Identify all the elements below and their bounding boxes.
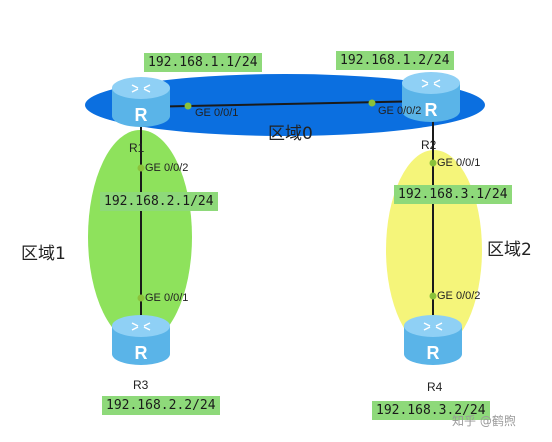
port-dot-r2-ge001: [429, 159, 437, 167]
router-name-r2: R2: [421, 138, 437, 152]
ip-r4-ge002: 192.168.3.2/24: [372, 401, 490, 420]
router-name-r3: R3: [133, 378, 149, 392]
port-label-r3-ge001: GE 0/0/1: [145, 292, 189, 304]
router-r3-icon: R: [112, 315, 170, 365]
port-dot-r4-ge002: [429, 292, 437, 300]
area0-zone: [85, 74, 485, 136]
router-r4-letter: R: [427, 343, 440, 363]
ip-r1-ge001: 192.168.1.1/24: [144, 53, 262, 72]
ip-r3-ge001: 192.168.2.2/24: [102, 396, 220, 415]
area2-label: 区域2: [487, 240, 532, 260]
router-r3-letter: R: [135, 343, 148, 363]
area0-label: 区域0: [268, 124, 313, 144]
router-r1-letter: R: [135, 105, 148, 125]
port-dot-r1-ge002: [137, 164, 145, 172]
ip-r2-ge002: 192.168.1.2/24: [336, 51, 454, 70]
area1-label: 区域1: [21, 244, 66, 264]
router-name-r1: R1: [129, 141, 145, 155]
port-dot-r2-ge002: [368, 99, 376, 107]
router-r2-letter: R: [425, 100, 438, 120]
port-label-r1-ge001: GE 0/0/1: [195, 107, 239, 119]
port-label-r1-ge002: GE 0/0/2: [145, 162, 189, 174]
ip-r2-ge001: 192.168.3.1/24: [394, 185, 512, 204]
router-r2-icon: R: [402, 72, 460, 122]
port-dot-r1-ge001: [184, 102, 192, 110]
port-dot-r3-ge001: [137, 294, 145, 302]
router-name-r4: R4: [427, 380, 443, 394]
ip-r1-ge002: 192.168.2.1/24: [100, 192, 218, 211]
port-label-r4-ge002: GE 0/0/2: [437, 290, 481, 302]
watermark: 知乎 @鹤煦: [452, 414, 516, 428]
port-label-r2-ge002: GE 0/0/2: [378, 105, 422, 117]
router-r4-icon: R: [404, 315, 462, 365]
router-r1-icon: R: [112, 77, 170, 127]
port-label-r2-ge001: GE 0/0/1: [437, 157, 481, 169]
